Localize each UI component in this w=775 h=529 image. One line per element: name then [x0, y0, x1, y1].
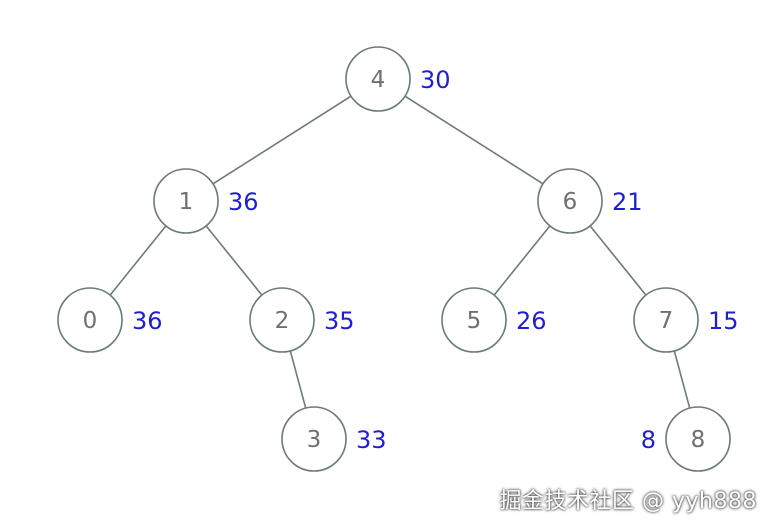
node-circle	[57, 287, 123, 353]
edge-1-2	[205, 225, 263, 296]
tree-node-4: 4 30	[345, 46, 451, 112]
tree-node-0: 0 36	[57, 287, 163, 353]
edge-6-5	[493, 225, 551, 296]
node-circle	[633, 287, 699, 353]
tree-node-8: 88	[641, 406, 731, 472]
edge-1-0	[109, 225, 167, 296]
node-circle	[537, 168, 603, 234]
node-circle	[441, 287, 507, 353]
node-value: 30	[420, 66, 451, 94]
node-label: 4	[371, 67, 386, 93]
watermark: 掘金技术社区 @ yyh888	[499, 489, 757, 514]
edge-4-1	[212, 95, 352, 185]
node-label: 5	[467, 308, 482, 334]
node-value: 8	[641, 426, 656, 454]
node-circle	[153, 168, 219, 234]
node-label: 8	[691, 427, 706, 453]
edge-2-3	[289, 350, 307, 409]
node-circle	[345, 46, 411, 112]
tree-node-7: 7 15	[633, 287, 739, 353]
node-circle	[281, 406, 347, 472]
edge-6-7	[589, 225, 647, 296]
node-value: 35	[324, 307, 355, 335]
tree-node-2: 2 35	[249, 287, 355, 353]
tree-node-1: 1 36	[153, 168, 259, 234]
edge-7-8	[673, 350, 691, 409]
node-value: 26	[516, 307, 547, 335]
node-label: 3	[307, 427, 322, 453]
node-label: 0	[83, 308, 98, 334]
node-value: 36	[132, 307, 163, 335]
node-value: 36	[228, 188, 259, 216]
tree-node-5: 5 26	[441, 287, 547, 353]
node-label: 6	[563, 189, 578, 215]
node-circle	[249, 287, 315, 353]
node-value: 21	[612, 188, 643, 216]
node-label: 1	[179, 189, 194, 215]
node-label: 7	[659, 308, 674, 334]
node-value: 33	[356, 426, 387, 454]
edge-4-6	[404, 95, 544, 185]
node-value: 15	[708, 307, 739, 335]
node-circle	[665, 406, 731, 472]
tree-node-6: 6 21	[537, 168, 643, 234]
node-label: 2	[275, 308, 290, 334]
